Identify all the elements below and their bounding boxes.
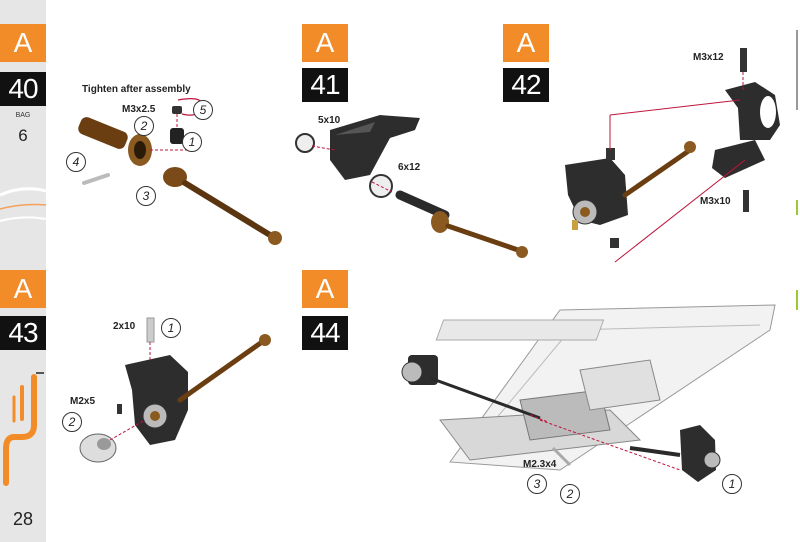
step-number-tab-2: 43 [0, 316, 46, 350]
sidebar: A 40 BAG 6 A 43 28 [0, 0, 46, 542]
step42-screw-m3x12-icon [740, 48, 747, 72]
step41-bearing-6x12-icon [369, 174, 393, 198]
step40-screw-label: M3x2.5 [122, 104, 156, 115]
sidebar-swoosh-icon [0, 187, 46, 222]
step40-callout-2: 2 [134, 116, 154, 136]
step43-pin-label: 2x10 [113, 321, 136, 332]
step43-callout-1: 1 [161, 318, 181, 338]
step41-bearing-b-label: 6x12 [398, 162, 421, 173]
page-number: 28 [12, 509, 34, 529]
step40-collar-icon [170, 128, 184, 144]
step42-c-hub-icon [712, 82, 780, 178]
step40-dogbone-icon [163, 167, 282, 245]
step44-callout-2: 2 [560, 484, 580, 504]
step44-callout-3: 3 [527, 474, 547, 494]
step40-drive-cup-icon [78, 117, 152, 166]
step41-bearing-5x10-icon [295, 133, 315, 153]
step42-number: 42 [503, 68, 549, 102]
step40-callout-1: 1 [182, 132, 202, 152]
step42-collar-bottom-icon [610, 238, 619, 248]
step44-screw-label: M2.3x4 [523, 459, 557, 470]
step44-screw-icon [551, 446, 572, 467]
step43-callout-2: 2 [62, 412, 82, 432]
step40-pin-icon [82, 173, 110, 185]
bag-number: 6 [18, 126, 28, 145]
step43-screw-label: M2x5 [70, 396, 96, 407]
step41-letter: A [302, 24, 348, 62]
step43-screw-m2x5-icon [117, 404, 122, 414]
step42-screw-top-label: M3x12 [693, 52, 724, 63]
bag-label: BAG [15, 112, 31, 119]
step42-knuckle-icon [565, 158, 628, 230]
step44-chassis-icon [435, 304, 776, 471]
step42-screw-bottom-label: M3x10 [700, 196, 731, 207]
step40-callout-5: 5 [193, 100, 213, 120]
step42-letter: A [503, 24, 549, 62]
step41-driveshaft-icon [395, 190, 528, 258]
step42-shaft-icon [622, 147, 693, 198]
step42-collar-top-icon [606, 148, 615, 160]
step40-grub-screw-icon [172, 106, 182, 114]
step43-hex-hub-icon [79, 433, 117, 463]
step40-callout-4: 4 [66, 152, 86, 172]
step44-right-hub-icon [629, 425, 721, 482]
step41-bearing-a-label: 5x10 [318, 115, 341, 126]
step44-left-hub-icon [401, 355, 541, 420]
step44-number: 44 [302, 316, 348, 350]
step41-hub-carrier-icon [330, 115, 420, 180]
step40-note: Tighten after assembly [82, 84, 191, 95]
brand-logo-icon [3, 372, 44, 486]
step-number-tab: 40 [0, 72, 46, 106]
step44-guide-lines [529, 414, 681, 471]
section-letter-tab-2: A [0, 270, 46, 308]
step41-number: 41 [302, 68, 348, 102]
step42-guide-lines [609, 99, 746, 263]
step43-shaft-icon [177, 339, 265, 403]
step40-callout-3: 3 [136, 186, 156, 206]
step44-callout-1: 1 [722, 474, 742, 494]
section-letter-tab: A [0, 24, 46, 62]
step42-screw-m3x10-icon [743, 190, 749, 212]
step44-letter: A [302, 270, 348, 308]
step43-pin-2x10-icon [146, 317, 155, 343]
